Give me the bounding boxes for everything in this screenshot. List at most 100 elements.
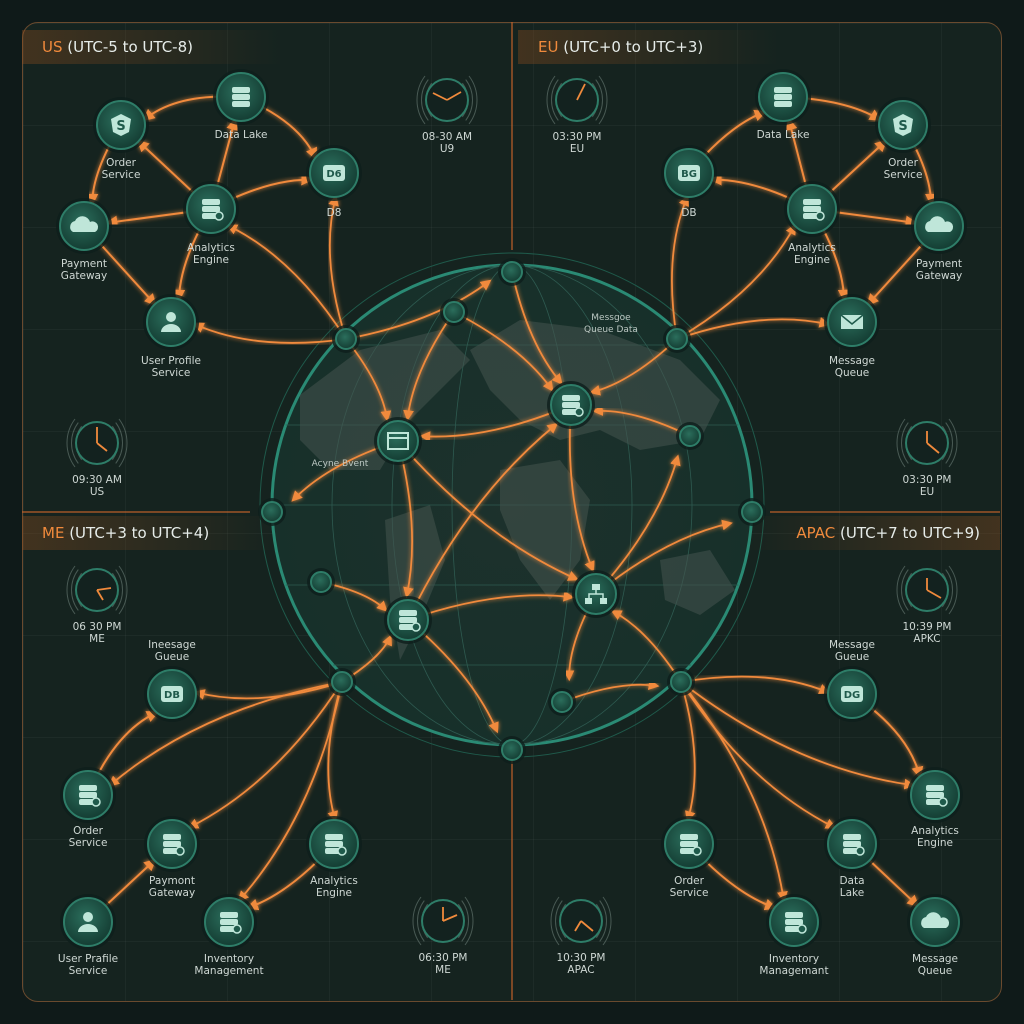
continent-shape <box>500 460 590 600</box>
user-icon <box>78 912 98 932</box>
node-label-line2: Managemant <box>759 965 829 977</box>
service-node[interactable] <box>201 894 257 950</box>
globe-relay-node[interactable] <box>332 325 360 353</box>
node-label-line1: User Profile <box>141 355 201 367</box>
service-node[interactable] <box>183 181 239 237</box>
region-link-arrow <box>328 194 347 340</box>
region-header-us: US (UTC-5 to UTC-8) <box>22 30 282 64</box>
service-node[interactable] <box>661 816 717 872</box>
clock-time: 03:30 PM <box>552 131 602 143</box>
region-range: (UTC+3 to UTC+4) <box>69 524 210 542</box>
db-badge-icon: BG <box>678 165 700 181</box>
node-label-line2: Service <box>151 367 191 379</box>
region-header-me: ME (UTC+3 to UTC+4) <box>22 516 282 550</box>
clock-time: 10:30 PM <box>556 952 606 964</box>
service-node[interactable] <box>766 894 822 950</box>
node-label-line2: Gateway <box>148 887 196 899</box>
service-node[interactable]: DG <box>824 666 880 722</box>
node-label-line1: Analytics <box>310 875 358 887</box>
region-link-arrow <box>676 223 796 340</box>
region-name: US <box>42 38 63 56</box>
node-label-line1: Analytics <box>911 825 959 837</box>
cloud-icon <box>70 216 99 232</box>
service-node[interactable] <box>824 294 880 350</box>
node-label-line1: Message <box>911 953 959 965</box>
region-name: EU <box>538 38 559 56</box>
clock-time: 06:30 PM <box>418 952 468 964</box>
node-label-line1: Data <box>839 875 865 887</box>
globe-relay-node[interactable] <box>548 688 576 716</box>
globe-hub-node[interactable] <box>384 596 432 644</box>
node-label-line2: Queue <box>834 367 870 379</box>
svg-text:DB: DB <box>164 690 180 701</box>
service-node[interactable] <box>306 816 362 872</box>
region-header-apac: APAC (UTC+7 to UTC+9) <box>740 516 1000 550</box>
service-node[interactable] <box>907 767 963 823</box>
node-label-line1: User Prafile <box>57 953 119 965</box>
service-node[interactable]: BG <box>661 145 717 201</box>
globe-relay-node[interactable] <box>440 298 468 326</box>
globe-relay-node[interactable] <box>738 498 766 526</box>
database-icon <box>232 87 250 107</box>
globe-relay-node[interactable] <box>663 325 691 353</box>
globe-relay-node[interactable] <box>307 568 335 596</box>
database-gear-icon <box>803 199 825 221</box>
db-badge-icon: DG <box>841 686 863 702</box>
node-label-line1: Paymont <box>149 875 195 887</box>
globe-link-arrow <box>453 311 554 392</box>
database-gear-icon <box>163 834 185 856</box>
service-node[interactable]: D6 <box>306 145 362 201</box>
globe-hub-node[interactable] <box>374 417 422 465</box>
db-badge-icon: DB <box>161 686 183 702</box>
service-node[interactable]: DB <box>144 666 200 722</box>
region-header-eu: EU (UTC+0 to UTC+3) <box>518 30 778 64</box>
service-node[interactable] <box>784 181 840 237</box>
mail-icon <box>840 314 864 329</box>
service-node[interactable]: S <box>93 97 149 153</box>
globe-relay-node[interactable] <box>676 422 704 450</box>
node-label-line1: Analytics <box>187 242 235 254</box>
globe-relay-node[interactable] <box>498 736 526 764</box>
continent-shape <box>660 550 735 615</box>
clock-time: 06 30 PM <box>72 621 122 633</box>
database-gear-icon <box>325 834 347 856</box>
node-label-line2: Service <box>68 837 108 849</box>
service-node[interactable] <box>144 816 200 872</box>
node-label-line1: Order <box>73 825 103 837</box>
service-node[interactable] <box>60 894 116 950</box>
node-label-line2: Service <box>883 169 923 181</box>
service-node[interactable] <box>911 198 967 254</box>
node-label-line1: Order <box>106 157 136 169</box>
globe-hub-node[interactable] <box>547 381 595 429</box>
service-node[interactable] <box>213 69 269 125</box>
svg-text:DG: DG <box>844 690 861 701</box>
globe-relay-node[interactable] <box>667 668 695 696</box>
service-node[interactable]: S <box>875 97 931 153</box>
service-node[interactable] <box>755 69 811 125</box>
node-label-line2: Service <box>101 169 141 181</box>
globe-link-arrow <box>345 279 492 340</box>
service-node[interactable] <box>824 816 880 872</box>
globe-relay-node[interactable] <box>328 668 356 696</box>
service-node[interactable] <box>60 767 116 823</box>
globe-data-label: Acyne Bvent <box>311 459 369 469</box>
service-node[interactable] <box>56 198 112 254</box>
globe-hub-node[interactable] <box>572 570 620 618</box>
service-node[interactable] <box>907 894 963 950</box>
db-badge-icon: D6 <box>323 165 345 181</box>
globe-relay-node[interactable] <box>258 498 286 526</box>
region-link-arrow <box>680 675 831 695</box>
region-link-arrow <box>680 681 788 903</box>
globe-relay-node[interactable] <box>498 258 526 286</box>
service-node[interactable] <box>143 294 199 350</box>
